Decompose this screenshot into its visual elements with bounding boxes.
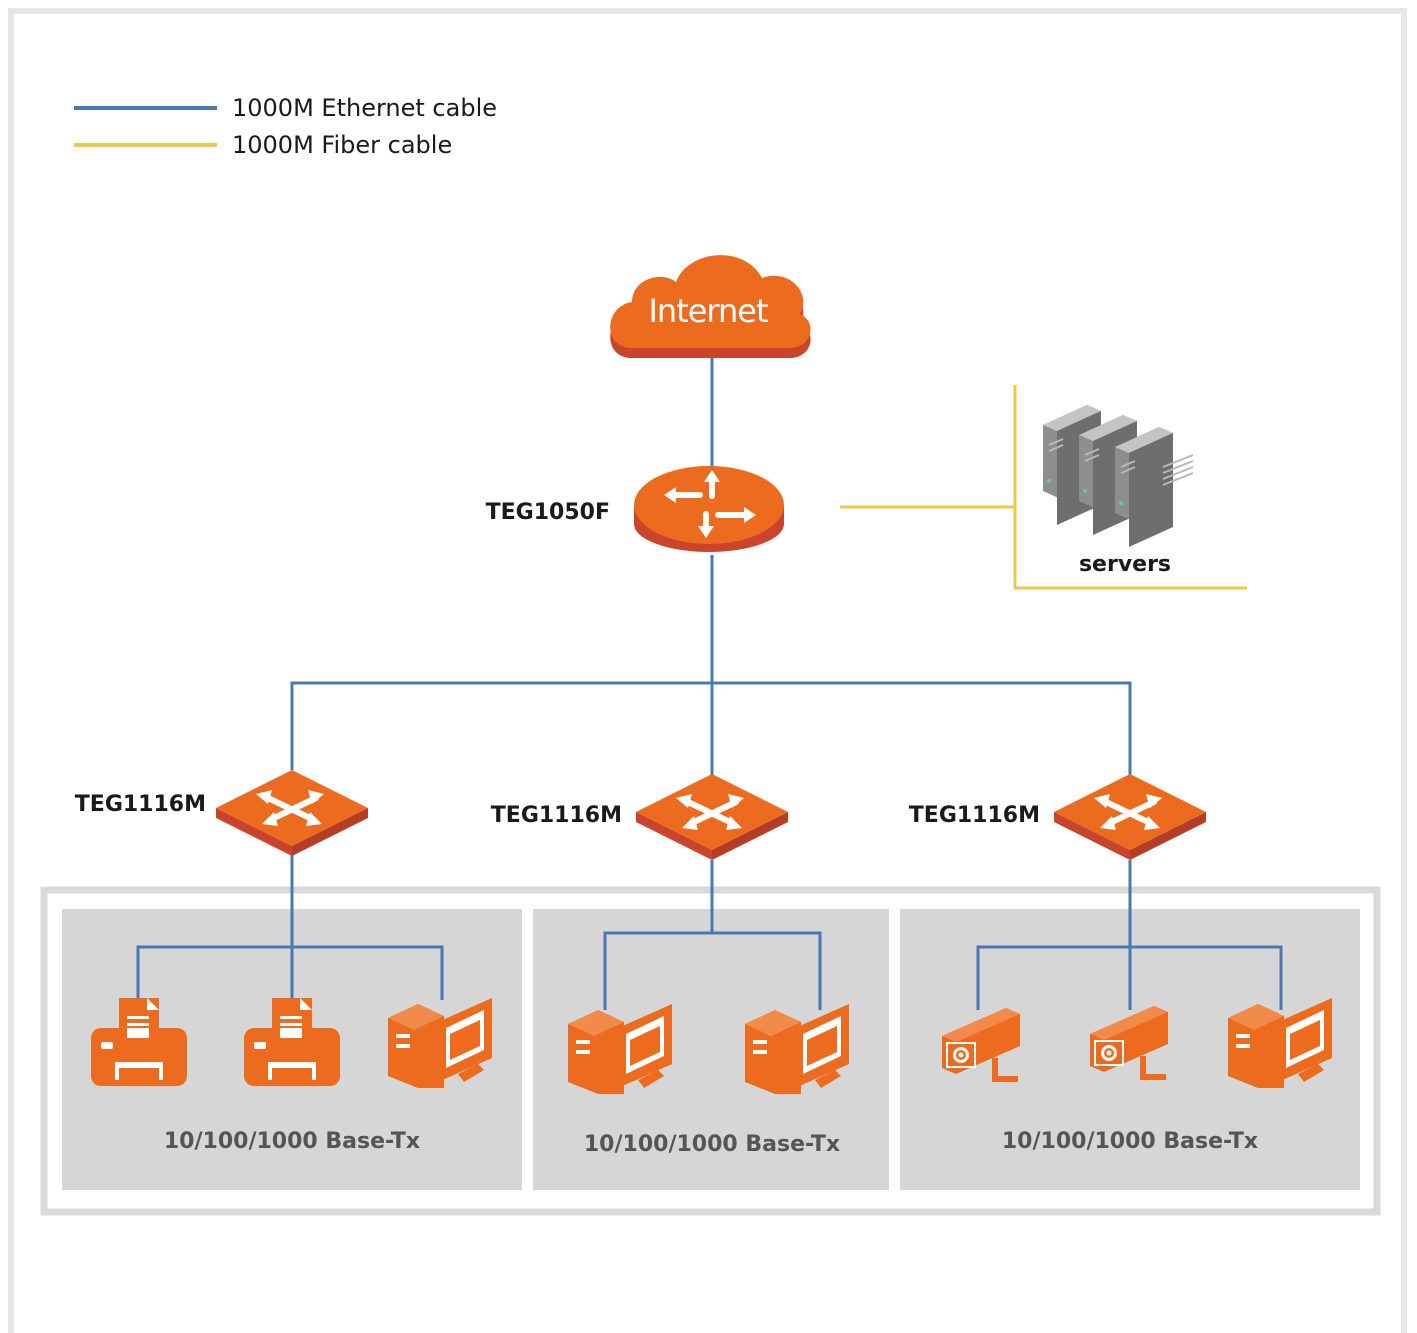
switch-icon: [1054, 774, 1206, 860]
core-switch-label: TEG1050F: [486, 500, 610, 525]
ethernet-cables: [136, 355, 1283, 1010]
access-switch-label-2: TEG1116M: [491, 803, 622, 828]
cloud-icon: [610, 255, 811, 358]
access-switch-label-1: TEG1116M: [75, 792, 206, 817]
legend-ethernet-label: 1000M Ethernet cable: [232, 94, 497, 122]
cloud-label: Internet: [648, 292, 768, 330]
server-icon: [1043, 405, 1194, 547]
fiber-cables: [840, 385, 1247, 590]
switch-icon: [636, 774, 788, 860]
zone-label-3: 10/100/1000 Base-Tx: [1002, 1129, 1258, 1154]
router-icon: [634, 466, 784, 552]
zone-label-1: 10/100/1000 Base-Tx: [164, 1129, 420, 1154]
access-switch-label-3: TEG1116M: [909, 803, 1040, 828]
servers-label: servers: [1079, 552, 1171, 577]
zone-label-2: 10/100/1000 Base-Tx: [584, 1132, 840, 1157]
cable-server-bracket: [1013, 385, 1247, 590]
diagram-frame: [8, 8, 1407, 1333]
cable-distribution-bus: [290, 681, 1132, 780]
legend-fiber-label: 1000M Fiber cable: [232, 131, 452, 159]
switch-icon: [216, 770, 368, 856]
